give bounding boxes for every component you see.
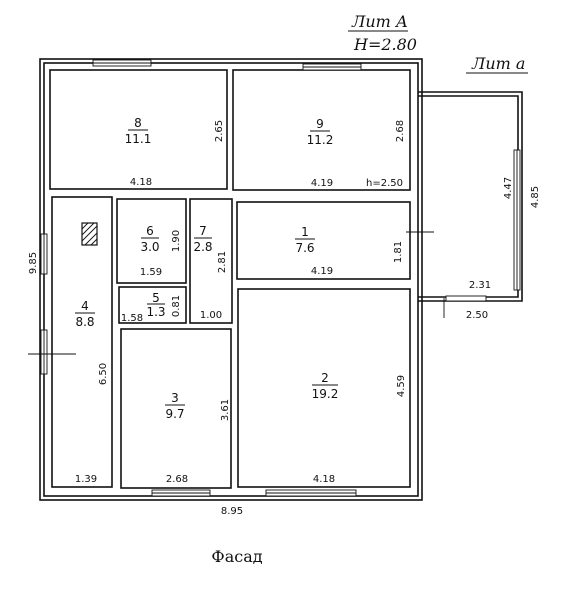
room-label-7: 7 2.8	[193, 224, 212, 254]
lit-annex-label: Лит а	[471, 54, 525, 73]
room-label-4: 4 8.8	[75, 299, 95, 329]
room-label-2: 2 19.2	[312, 371, 339, 401]
room-7	[189, 198, 233, 324]
room-8	[49, 69, 228, 190]
svg-text:2: 2	[321, 371, 329, 385]
dim-room7-height: 2.81	[217, 251, 228, 273]
stove-icon	[81, 222, 98, 246]
dim-room5-height: 0.81	[171, 295, 182, 317]
dim-room5-width: 1.58	[121, 313, 143, 324]
svg-text:3.0: 3.0	[140, 240, 159, 254]
dim-annex-outer-height: 4.85	[530, 186, 541, 208]
dim-room3-width: 2.68	[166, 474, 188, 485]
dim-room6-height: 1.90	[171, 230, 182, 252]
height-label: H=2.80	[353, 35, 417, 54]
dim-room9-width: 4.19	[311, 178, 333, 189]
room-5	[118, 286, 187, 324]
svg-text:1.3: 1.3	[146, 305, 165, 319]
room-label-9: 9 11.2	[307, 117, 334, 147]
svg-text:2.8: 2.8	[193, 240, 212, 254]
dim-room4-height: 6.50	[98, 363, 109, 385]
room-label-8: 8 11.1	[125, 116, 152, 146]
room-label-5: 5 1.3	[146, 291, 165, 319]
lit-main-label: Лит А	[351, 12, 408, 31]
dim-room8-height: 2.65	[214, 120, 225, 142]
svg-text:11.2: 11.2	[307, 133, 334, 147]
room-label-1: 1 7.6	[295, 225, 315, 255]
dim-annex-outer-width: 2.50	[466, 310, 488, 321]
room-3	[120, 328, 232, 489]
room-label-3: 3 9.7	[165, 391, 185, 421]
svg-text:5: 5	[152, 291, 160, 305]
dim-room2-width: 4.18	[313, 474, 335, 485]
svg-text:9.7: 9.7	[165, 407, 184, 421]
window-annex-bottom	[445, 295, 487, 302]
ceiling-height-note: h=2.50	[366, 178, 403, 189]
dim-room8-width: 4.18	[130, 177, 152, 188]
dim-room4-width: 1.39	[75, 474, 97, 485]
svg-text:19.2: 19.2	[312, 387, 339, 401]
room-1	[236, 201, 411, 280]
outer-wall	[39, 58, 423, 501]
dim-room6-width: 1.59	[140, 267, 162, 278]
svg-text:9: 9	[316, 117, 324, 131]
svg-text:3: 3	[171, 391, 179, 405]
facade-caption: Фасад	[211, 547, 262, 566]
svg-text:7.6: 7.6	[295, 241, 314, 255]
dim-overall-height: 9.85	[28, 252, 39, 274]
dim-room1-width: 4.19	[311, 266, 333, 277]
dim-room1-height: 1.81	[393, 241, 404, 263]
svg-text:1: 1	[301, 225, 309, 239]
svg-text:11.1: 11.1	[125, 132, 152, 146]
dim-annex-inner-width: 2.31	[469, 280, 491, 291]
svg-text:8.8: 8.8	[75, 315, 94, 329]
room-4	[51, 196, 113, 488]
room-label-6: 6 3.0	[140, 224, 159, 254]
svg-text:4: 4	[81, 299, 89, 313]
dim-room2-height: 4.59	[396, 375, 407, 397]
dim-room9-height: 2.68	[395, 120, 406, 142]
dim-room3-height: 3.61	[220, 399, 231, 421]
svg-text:8: 8	[134, 116, 142, 130]
room-6	[116, 198, 187, 284]
dim-overall-width: 8.95	[221, 506, 243, 517]
room-2	[237, 288, 411, 488]
outer-wall-inner	[43, 62, 419, 497]
svg-text:6: 6	[146, 224, 154, 238]
dim-room7-width: 1.00	[200, 310, 222, 321]
svg-text:7: 7	[199, 224, 207, 238]
dim-annex-inner-height: 4.47	[503, 177, 514, 199]
